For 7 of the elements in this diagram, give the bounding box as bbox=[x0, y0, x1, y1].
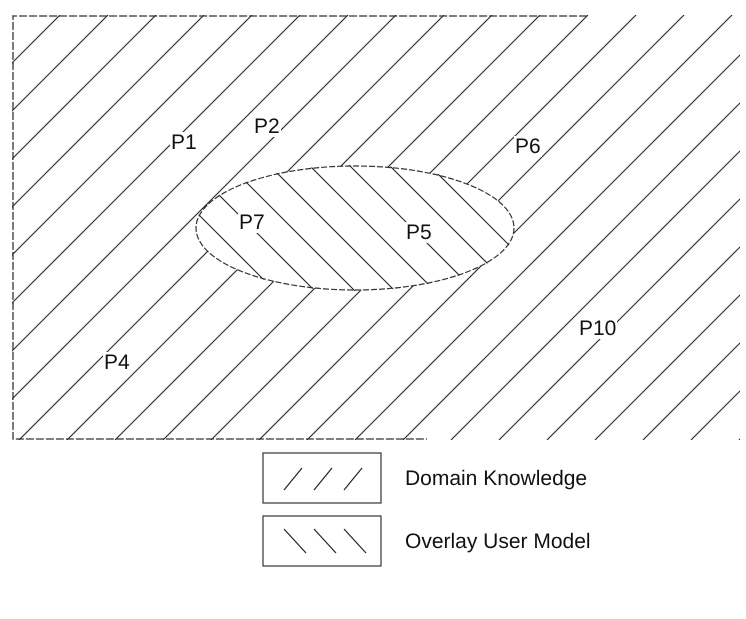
region-label: P6 bbox=[514, 136, 542, 157]
legend-label: Overlay User Model bbox=[405, 531, 591, 552]
region-label: P7 bbox=[238, 212, 266, 233]
legend-label: Domain Knowledge bbox=[405, 468, 588, 489]
region-label: P2 bbox=[253, 116, 281, 137]
region-label: P5 bbox=[405, 222, 433, 243]
region-label: P10 bbox=[578, 318, 618, 339]
